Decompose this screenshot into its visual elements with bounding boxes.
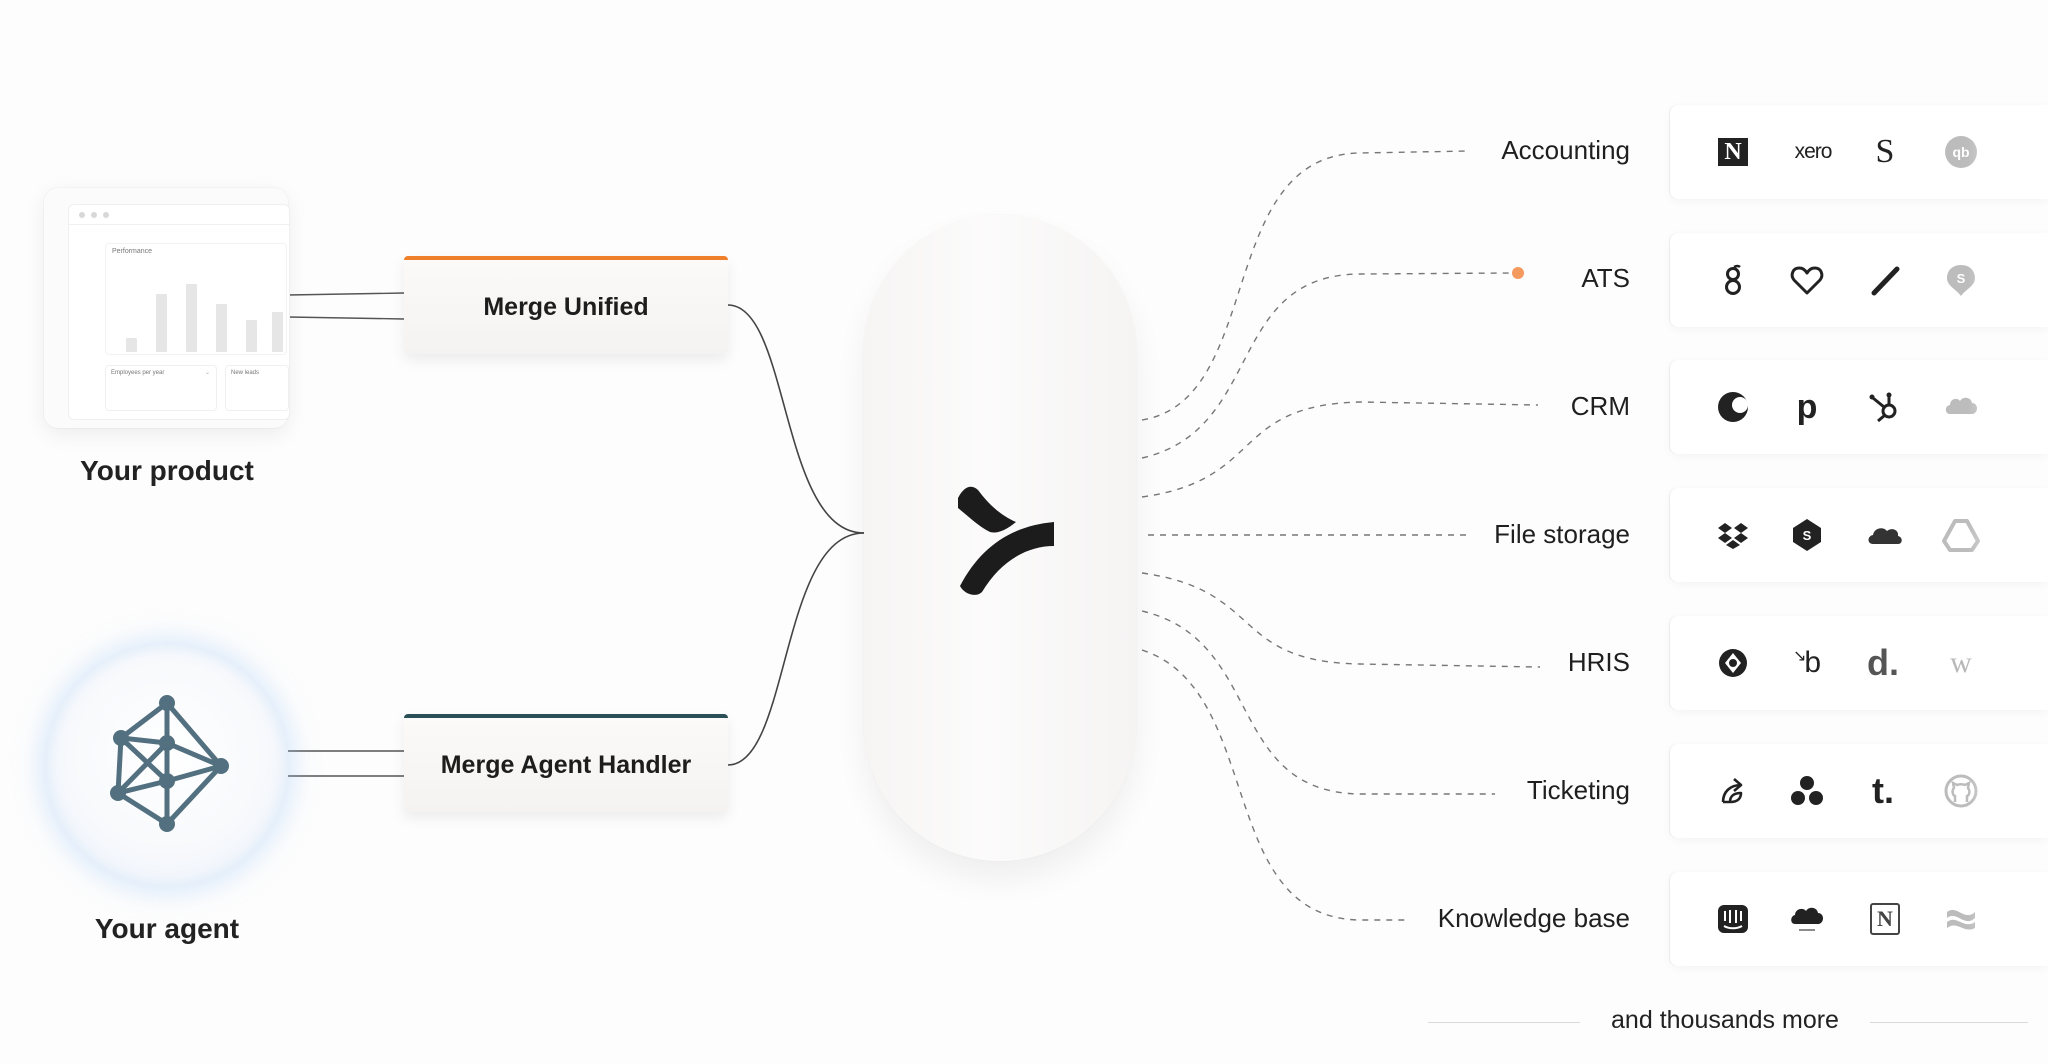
window-dot-icon: [91, 212, 97, 218]
category-label-hris: HRIS: [1567, 647, 1630, 677]
integration-row-ticketing[interactable]: t.: [1670, 744, 2048, 838]
netsuite-logo-icon: N: [1714, 133, 1752, 171]
your-product-label: Your product: [80, 455, 254, 486]
mini-bar: [156, 294, 167, 352]
smartrecruiters-logo-icon: S: [1942, 261, 1980, 299]
integration-row-crm[interactable]: p: [1670, 360, 2048, 454]
copper-logo-icon: [1714, 388, 1752, 426]
mini-stat-label: Employees per year: [111, 370, 165, 376]
wire-accounting: [1141, 150, 1471, 421]
mini-bar: [186, 284, 197, 352]
ats-dot: [1512, 267, 1524, 279]
merge-hub: [864, 215, 1136, 861]
quickbooks-logo-icon: qb: [1942, 133, 1980, 171]
integration-row-hris[interactable]: ↘b d. w: [1670, 616, 2048, 710]
footer-divider-left: [1428, 1022, 1580, 1023]
mini-bar: [246, 320, 257, 352]
deel-logo-icon: d.: [1867, 642, 1899, 683]
trello-logo-icon: t.: [1872, 770, 1894, 811]
mini-stat-label: New leads: [231, 370, 260, 376]
notion-logo-icon: N: [1866, 900, 1904, 938]
mini-bar: [272, 312, 283, 352]
confluence-logo-icon: [1942, 900, 1980, 938]
merge-unified-label: Merge Unified: [483, 292, 649, 321]
lever-logo-icon: [1788, 261, 1826, 299]
your-agent-label: Your agent: [94, 913, 240, 944]
greenhouse-logo-icon: [1714, 261, 1752, 299]
bamboohr-logo-icon: ↘b: [1792, 646, 1822, 679]
sharefile-logo-icon: S: [1788, 516, 1826, 554]
mini-chart: Performance: [105, 243, 287, 355]
thousands-more-label: and thousands more: [1611, 1006, 1839, 1034]
google-drive-logo-icon: [1942, 516, 1980, 554]
jira-logo-icon: [1714, 772, 1752, 810]
salesforce-knowledge-logo-icon: [1788, 900, 1826, 938]
product-window: Performance Employees per year ⌄ New lea…: [68, 204, 290, 420]
ashby-logo-icon: [1866, 261, 1904, 299]
mini-stat-box: New leads: [225, 365, 289, 411]
category-label-ticketing: Ticketing: [1526, 775, 1630, 805]
svg-text:S: S: [1957, 271, 1966, 286]
intercom-logo-icon: [1714, 900, 1752, 938]
xero-logo-icon: xero: [1794, 140, 1833, 163]
window-dot-icon: [79, 212, 85, 218]
github-logo-icon: [1942, 772, 1980, 810]
chevron-down-icon: ⌄: [204, 370, 210, 376]
unified-to-hub-line: [727, 304, 865, 534]
product-connector-bottom: [287, 316, 405, 320]
category-label-knowledge-base: Knowledge base: [1437, 903, 1630, 933]
wire-ticketing: [1141, 610, 1495, 795]
rippling-logo-icon: [1714, 644, 1752, 682]
wire-ats: [1141, 272, 1513, 459]
wire-hris: [1141, 572, 1541, 668]
mini-bar: [216, 304, 227, 352]
category-label-file-storage: File storage: [1494, 519, 1630, 549]
category-label-accounting: Accounting: [1501, 135, 1630, 165]
category-label-crm: CRM: [1570, 391, 1630, 421]
onedrive-logo-icon: [1866, 516, 1904, 554]
svg-text:S: S: [1803, 528, 1812, 543]
merge-logo-icon: [958, 486, 1054, 595]
network-graph-icon: [110, 695, 229, 832]
merge-unified-box[interactable]: Merge Unified: [404, 256, 728, 354]
dropbox-logo-icon: [1714, 516, 1752, 554]
agent-handler-to-hub-line: [727, 532, 865, 766]
mini-bar: [126, 338, 137, 352]
merge-agent-handler-label: Merge Agent Handler: [440, 750, 692, 779]
integration-row-knowledge-base[interactable]: N: [1670, 872, 2048, 966]
hubspot-logo-icon: [1866, 388, 1904, 426]
wire-crm: [1141, 401, 1539, 498]
product-connector-top: [287, 292, 405, 296]
product-preview-card: Performance Employees per year ⌄ New lea…: [44, 188, 290, 428]
integration-row-accounting[interactable]: N xero S qb: [1670, 105, 2048, 199]
window-dot-icon: [103, 212, 109, 218]
mini-stat-box: Employees per year ⌄: [105, 365, 217, 411]
sage-logo-icon: S: [1875, 133, 1895, 170]
wire-knowledge-base: [1141, 649, 1410, 921]
merge-agent-handler-box[interactable]: Merge Agent Handler: [404, 714, 728, 812]
asana-logo-icon: [1788, 772, 1826, 810]
category-label-ats: ATS: [1581, 263, 1630, 293]
footer-divider-right: [1870, 1022, 2028, 1023]
integration-row-ats[interactable]: S: [1670, 233, 2048, 327]
integration-row-file-storage[interactable]: S: [1670, 488, 2048, 582]
mini-chart-title: Performance: [112, 248, 153, 255]
pipedrive-logo-icon: p: [1796, 388, 1818, 426]
window-titlebar: [69, 205, 289, 225]
salesforce-logo-icon: [1942, 388, 1980, 426]
workday-logo-icon: w: [1950, 646, 1972, 679]
